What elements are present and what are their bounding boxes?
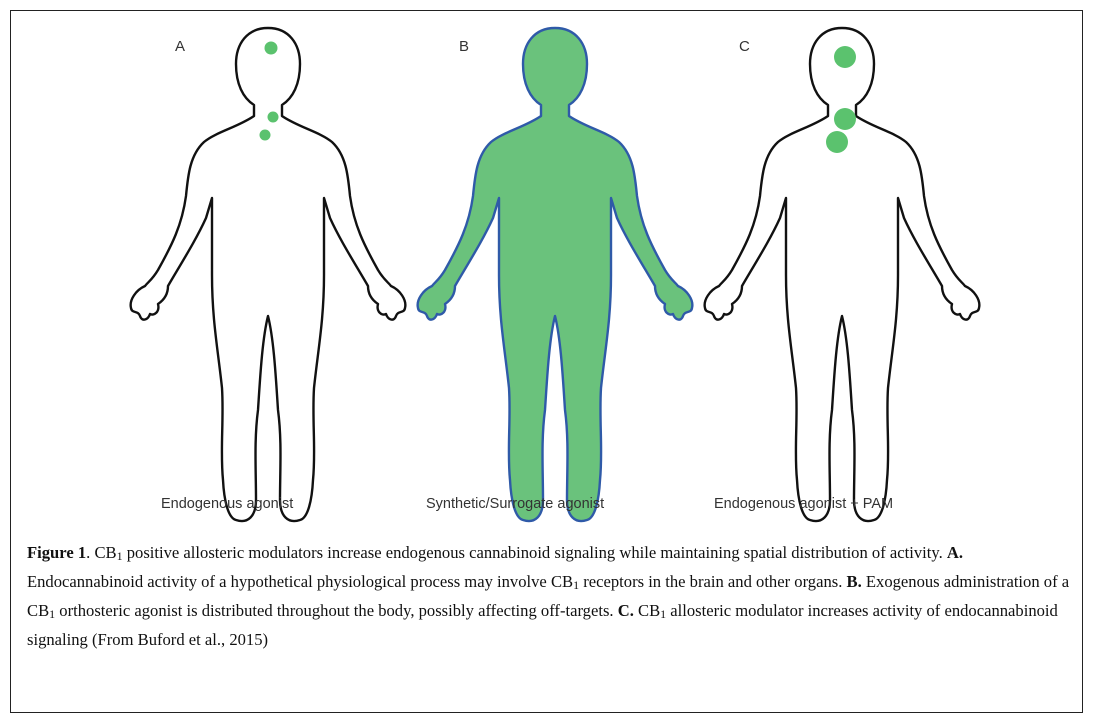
- caption-intro-b: positive allosteric modulators increase …: [123, 543, 947, 562]
- caption-intro-a: . CB: [86, 543, 116, 562]
- activity-spot-organ-1-a: [268, 112, 279, 123]
- caption-c-label: C.: [618, 601, 634, 620]
- panel-letter-b: B: [459, 38, 469, 55]
- caption-b-text-2: orthosteric agonist is distributed throu…: [55, 601, 618, 620]
- caption-b-label: B.: [847, 572, 862, 591]
- activity-spot-brain-a: [265, 42, 278, 55]
- figure-caption: Figure 1. CB1 positive allosteric modula…: [27, 540, 1072, 653]
- activity-spot-organ-2-c: [826, 131, 848, 153]
- activity-spot-organ-2-a: [260, 130, 271, 141]
- body-filled-b: [418, 28, 693, 521]
- panel-label-b: Synthetic/Surrogate agonist: [426, 496, 604, 512]
- body-outline-c: [705, 28, 980, 521]
- activity-spot-organ-1-c: [834, 108, 856, 130]
- panel-label-a: Endogenous agonist: [161, 496, 293, 512]
- caption-figure-label: Figure 1: [27, 543, 86, 562]
- caption-c-text-1: CB: [634, 601, 660, 620]
- caption-a-text-2: receptors in the brain and other organs.: [579, 572, 846, 591]
- body-outline-a: [131, 28, 406, 521]
- caption-a-text-1: Endocannabinoid activity of a hypothetic…: [27, 572, 573, 591]
- panel-letter-a: A: [175, 38, 185, 55]
- panel-letter-c: C: [739, 38, 750, 55]
- panel-label-c: Endogenous agonist + PAM: [714, 496, 893, 512]
- activity-spot-brain-c: [834, 46, 856, 68]
- caption-a-label: A.: [947, 543, 963, 562]
